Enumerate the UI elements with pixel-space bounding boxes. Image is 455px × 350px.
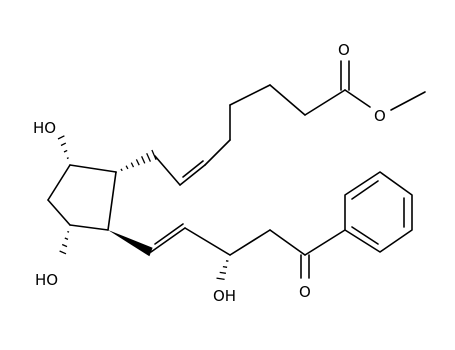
atom-ester-oxygen: O <box>374 107 386 125</box>
phenyl-double-1 <box>351 180 379 200</box>
bond-carbonyl-to-ester-o <box>344 89 371 108</box>
phenyl-ring <box>344 171 413 253</box>
atom-hydroxyl-c9: HO <box>33 119 56 137</box>
ring-bond-4 <box>47 164 71 201</box>
atom-hydroxyl-c15: OH <box>213 287 236 305</box>
ring-bond-2 <box>69 224 109 231</box>
bond-chain-4 <box>304 89 346 116</box>
bond-alkene-double <box>182 160 204 178</box>
bond-ch2-to-alkene <box>154 155 181 186</box>
ring-bond-3 <box>47 199 71 226</box>
bond-ketone-to-phenyl <box>304 229 346 256</box>
phenyl-double-3 <box>351 226 379 245</box>
atom-ester-carbonyl-oxygen: O <box>338 41 350 59</box>
bond-ester-o-to-methyl <box>390 91 426 111</box>
c15-hydroxyl: OH <box>213 260 236 305</box>
lower-side-chain: OH O <box>108 223 346 305</box>
bond-alkene-to-ch2 <box>204 139 231 166</box>
bond-chain-3 <box>269 84 306 116</box>
hashed-bond-ring-to-upper-chain <box>115 149 157 174</box>
bond-lower-alkene-double <box>154 223 184 245</box>
atom-ketone-oxygen: O <box>299 283 311 301</box>
ring-bond-1 <box>107 171 117 231</box>
c9-hydroxyl: HO <box>33 119 69 160</box>
bond-lower-alkene-2 <box>184 227 231 256</box>
bond-lower-alkene-1 <box>150 227 186 253</box>
wedge-bond-ring-to-lower-chain <box>108 230 153 257</box>
bond-c15-to-c16 <box>229 229 271 256</box>
upper-side-chain: O O <box>115 41 426 186</box>
atom-hydroxyl-c11: HO <box>35 271 58 289</box>
ring-bond-5 <box>69 164 117 173</box>
bond-chain-2 <box>229 84 271 106</box>
c11-hydroxyl: HO <box>35 230 70 289</box>
cyclopentane-ring <box>47 164 117 231</box>
bond-c16-to-c17 <box>269 229 306 256</box>
bond-alkene-single <box>179 164 206 186</box>
phenyl-outer-ring <box>344 171 413 253</box>
